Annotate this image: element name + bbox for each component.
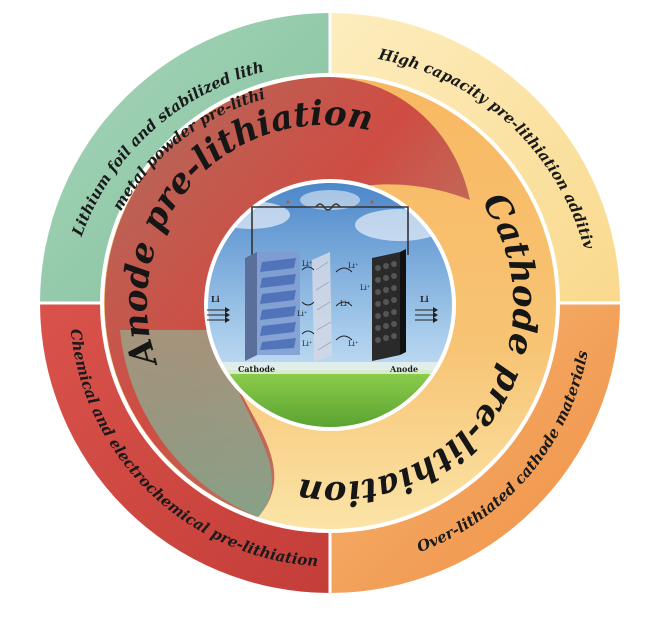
ion-arrows [301,266,353,341]
ion-label-4: Li⁺ [340,300,351,308]
li-arrow-right: Li [415,294,438,323]
anode-electrode [372,249,406,361]
anode-label: Anode [389,364,418,374]
cathode-electrode [245,252,300,361]
external-circuit-wire [251,206,409,255]
svg-text:Li: Li [211,294,220,304]
svg-text:Li: Li [420,294,429,304]
anode-band-lower [120,330,272,517]
ion-label-1: Li⁺ [302,260,313,268]
li-arrow-left: Li [207,294,230,323]
ion-label-5: Li⁺ [302,340,313,348]
ion-label-3: Li⁺ [297,310,308,318]
ion-label-7: Li⁺ [360,284,371,292]
ion-label-6: Li⁺ [348,340,359,348]
cathode-label: Cathode [238,364,275,374]
ion-label-2: Li⁺ [348,262,359,270]
load-resistor [315,203,341,211]
